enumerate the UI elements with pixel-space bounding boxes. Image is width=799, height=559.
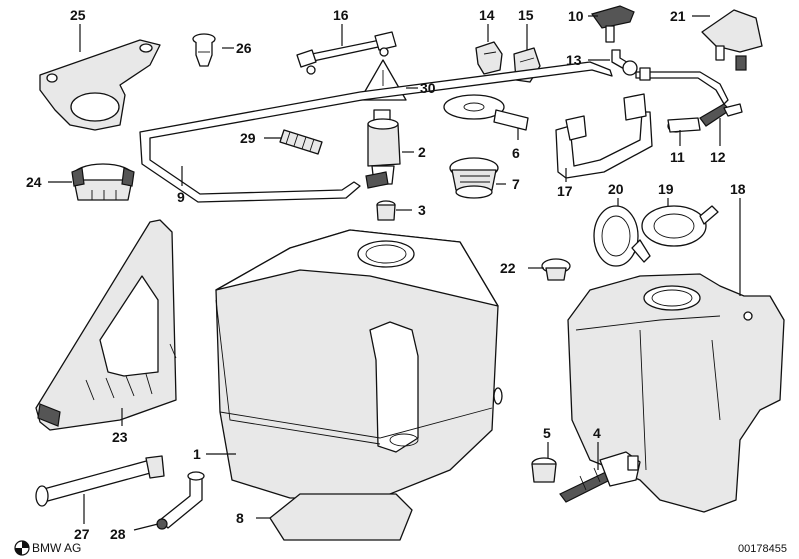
label-30: 30 bbox=[420, 80, 436, 96]
leader-lines bbox=[48, 15, 741, 531]
part-14-clip[interactable] bbox=[475, 41, 503, 75]
hose-top bbox=[635, 67, 729, 105]
label-15: 15 bbox=[518, 7, 534, 23]
label-8: 8 bbox=[236, 510, 244, 526]
label-12: 12 bbox=[710, 149, 726, 165]
label-3: 3 bbox=[418, 202, 426, 218]
part-29-spring[interactable] bbox=[279, 129, 323, 155]
label-17: 17 bbox=[557, 183, 573, 199]
label-1: 1 bbox=[193, 446, 201, 462]
label-20: 20 bbox=[608, 181, 624, 197]
label-2: 2 bbox=[418, 144, 426, 160]
label-11: 11 bbox=[670, 149, 685, 165]
part-labels: 25 26 16 14 15 10 21 13 30 2 3 29 6 7 17… bbox=[26, 7, 746, 542]
label-5: 5 bbox=[543, 425, 551, 441]
part-26-clip[interactable] bbox=[192, 33, 216, 67]
part-2-pump[interactable] bbox=[365, 109, 401, 189]
label-21: 21 bbox=[670, 8, 686, 24]
label-10: 10 bbox=[568, 8, 584, 24]
part-22-plug[interactable] bbox=[541, 258, 571, 281]
label-22: 22 bbox=[500, 260, 516, 276]
label-29: 29 bbox=[240, 130, 256, 146]
part-12-connector[interactable] bbox=[699, 103, 743, 127]
part-4-level-sensor[interactable] bbox=[559, 451, 641, 503]
label-24: 24 bbox=[26, 174, 42, 190]
part-16-holder-rod[interactable] bbox=[296, 31, 397, 75]
bmw-logo bbox=[14, 540, 30, 556]
label-14: 14 bbox=[479, 7, 495, 23]
label-16: 16 bbox=[333, 7, 349, 23]
part-10-nozzle[interactable] bbox=[591, 5, 635, 43]
label-13: 13 bbox=[566, 52, 582, 68]
label-23: 23 bbox=[112, 429, 128, 445]
label-7: 7 bbox=[512, 176, 520, 192]
label-19: 19 bbox=[658, 181, 674, 197]
part-3-grommet[interactable] bbox=[376, 200, 396, 221]
label-4: 4 bbox=[593, 425, 601, 441]
part-11-clamp[interactable] bbox=[667, 117, 701, 133]
part-5-grommet[interactable] bbox=[531, 457, 557, 483]
part-8-pad[interactable] bbox=[269, 493, 413, 541]
part-21-nozzle[interactable] bbox=[701, 9, 763, 71]
part-13-elbow[interactable] bbox=[611, 49, 638, 76]
part-7-filter[interactable] bbox=[449, 157, 499, 199]
label-6: 6 bbox=[512, 145, 520, 161]
part-17-holder[interactable] bbox=[555, 93, 653, 179]
label-27: 27 bbox=[74, 526, 90, 542]
part-9-hose[interactable] bbox=[139, 61, 613, 203]
drawing-number: 00178455 bbox=[738, 543, 787, 555]
label-28: 28 bbox=[110, 526, 126, 542]
part-23-bracket[interactable] bbox=[35, 219, 177, 431]
part-27-pipe[interactable] bbox=[35, 455, 165, 507]
part-1-reservoir[interactable] bbox=[215, 229, 503, 499]
part-19-cap[interactable] bbox=[631, 205, 719, 263]
part-25-bracket[interactable] bbox=[39, 39, 161, 131]
part-24-grommet[interactable] bbox=[71, 163, 135, 201]
label-26: 26 bbox=[236, 40, 252, 56]
part-28-elbow[interactable] bbox=[156, 471, 205, 530]
label-18: 18 bbox=[730, 181, 746, 197]
label-9: 9 bbox=[177, 189, 185, 205]
part-20-cap[interactable] bbox=[593, 205, 639, 267]
brand-text: BMW AG bbox=[32, 541, 81, 555]
label-25: 25 bbox=[70, 7, 86, 23]
part-6-cap-strap[interactable] bbox=[443, 94, 529, 131]
